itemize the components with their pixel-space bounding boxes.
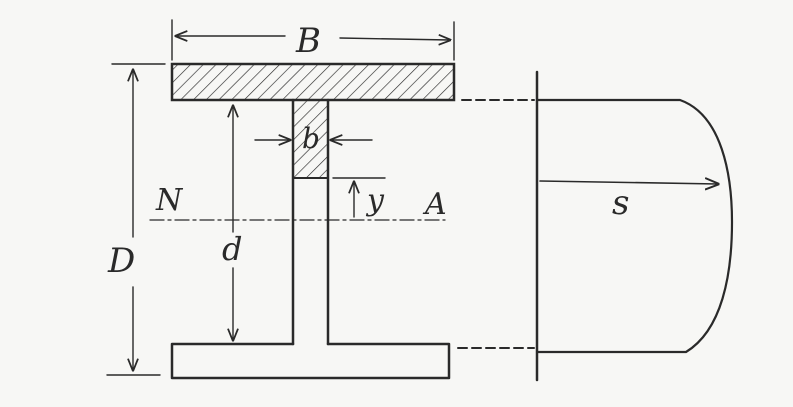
stress-arrow — [539, 181, 718, 184]
neutral-axis-label-a: A — [422, 187, 447, 222]
top-flange — [170, 62, 456, 102]
hatched-web-area — [293, 100, 328, 178]
bottom-flange — [170, 342, 451, 380]
flange-width-label: B — [295, 21, 321, 61]
i-beam-section — [170, 62, 456, 380]
overall-depth-label: D — [107, 241, 135, 281]
dimension-overall-depth — [106, 63, 166, 376]
distance-from-axis-label: y — [365, 183, 385, 218]
neutral-axis-label-n: N — [155, 183, 184, 218]
web-depth-label: d — [222, 230, 242, 268]
shear-stress-distribution — [535, 70, 734, 382]
stress-curve — [535, 98, 734, 354]
dimension-flange-width — [171, 19, 455, 61]
dimension-distance-from-axis — [332, 177, 386, 218]
shear-stress-label: s — [612, 183, 629, 223]
web-thickness-label: b — [302, 122, 320, 155]
